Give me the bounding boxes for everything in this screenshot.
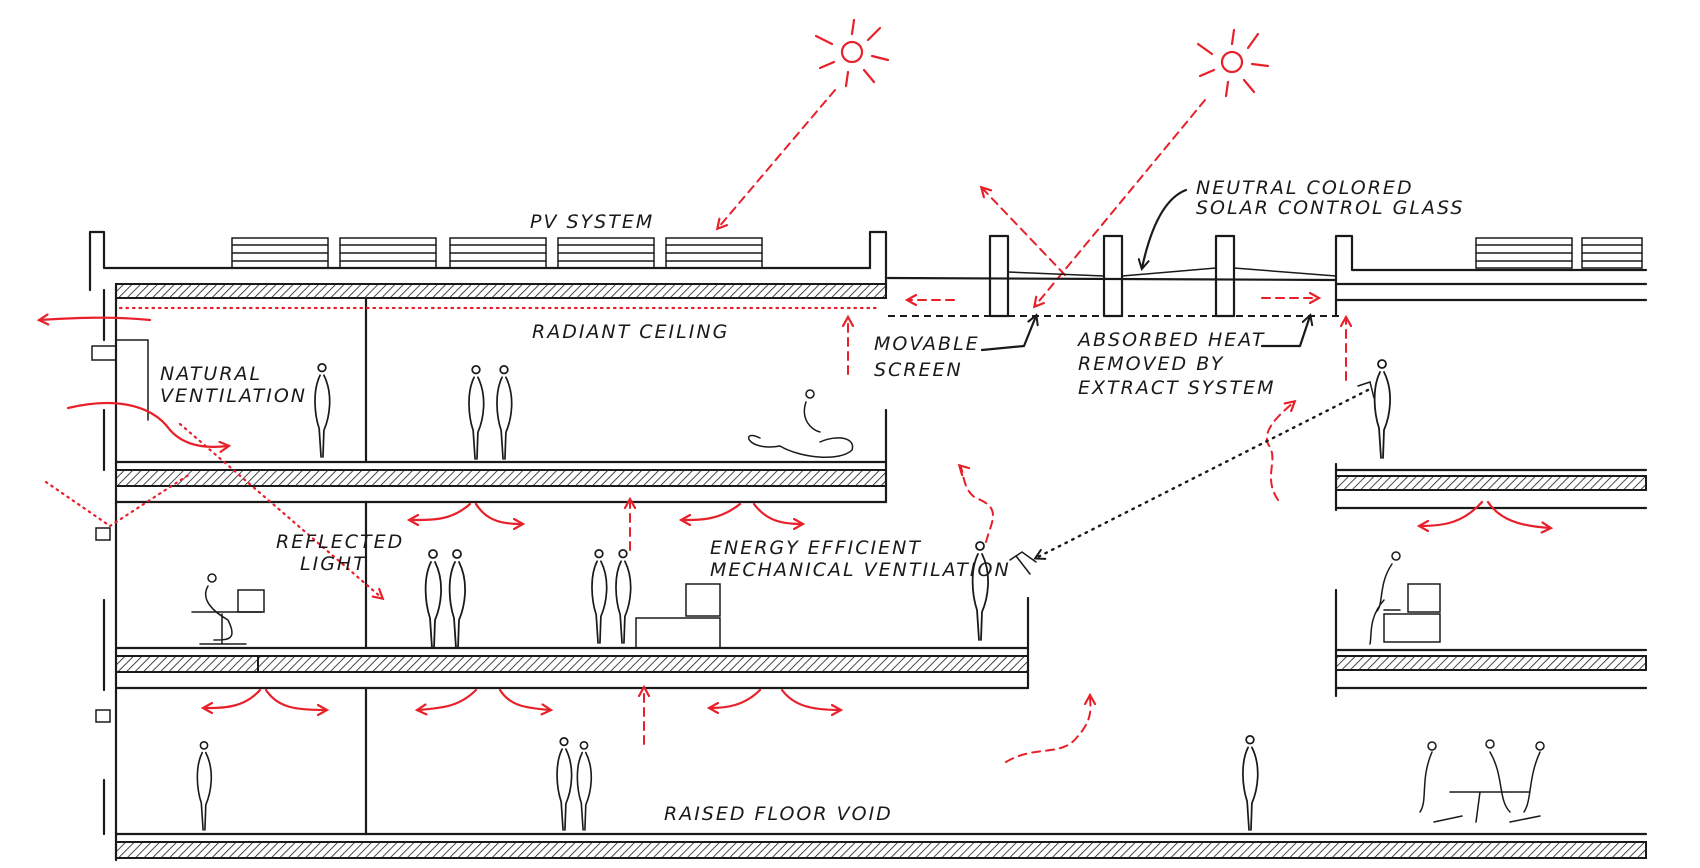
labels: PV SYSTEM NEUTRAL COLORED SOLAR CONTROL … <box>160 177 1464 825</box>
label-natural-ventilation: VENTILATION <box>160 385 307 407</box>
label-movable-screen: SCREEN <box>874 359 963 381</box>
label-pv-system: PV SYSTEM <box>530 211 654 233</box>
label-radiant-ceiling: RADIANT CEILING <box>532 321 729 343</box>
sun-icon <box>814 18 890 88</box>
building-structure <box>88 230 1648 862</box>
label-neutral-glass: NEUTRAL COLORED <box>1196 177 1414 199</box>
label-raised-floor-void: RAISED FLOOR VOID <box>664 803 893 825</box>
airflow-arrows <box>40 298 1550 763</box>
label-absorbed-heat: EXTRACT SYSTEM <box>1078 377 1275 399</box>
label-absorbed-heat: REMOVED BY <box>1078 353 1225 375</box>
person-icon <box>196 358 1392 831</box>
label-reflected-light: REFLECTED <box>276 531 404 553</box>
label-absorbed-heat: ABSORBED HEAT <box>1076 329 1265 351</box>
leader-lines <box>980 188 1375 575</box>
label-movable-screen: MOVABLE <box>874 333 980 355</box>
sun-icon <box>1196 28 1270 98</box>
label-natural-ventilation: NATURAL <box>160 363 262 385</box>
pv-panels <box>231 237 1643 269</box>
label-neutral-glass: SOLAR CONTROL GLASS <box>1196 197 1464 219</box>
label-reflected-light: LIGHT <box>300 553 367 575</box>
person-icon <box>191 389 1545 823</box>
label-energy-ventilation: MECHANICAL VENTILATION <box>710 559 1011 581</box>
label-energy-ventilation: ENERGY EFFICIENT <box>710 537 922 559</box>
